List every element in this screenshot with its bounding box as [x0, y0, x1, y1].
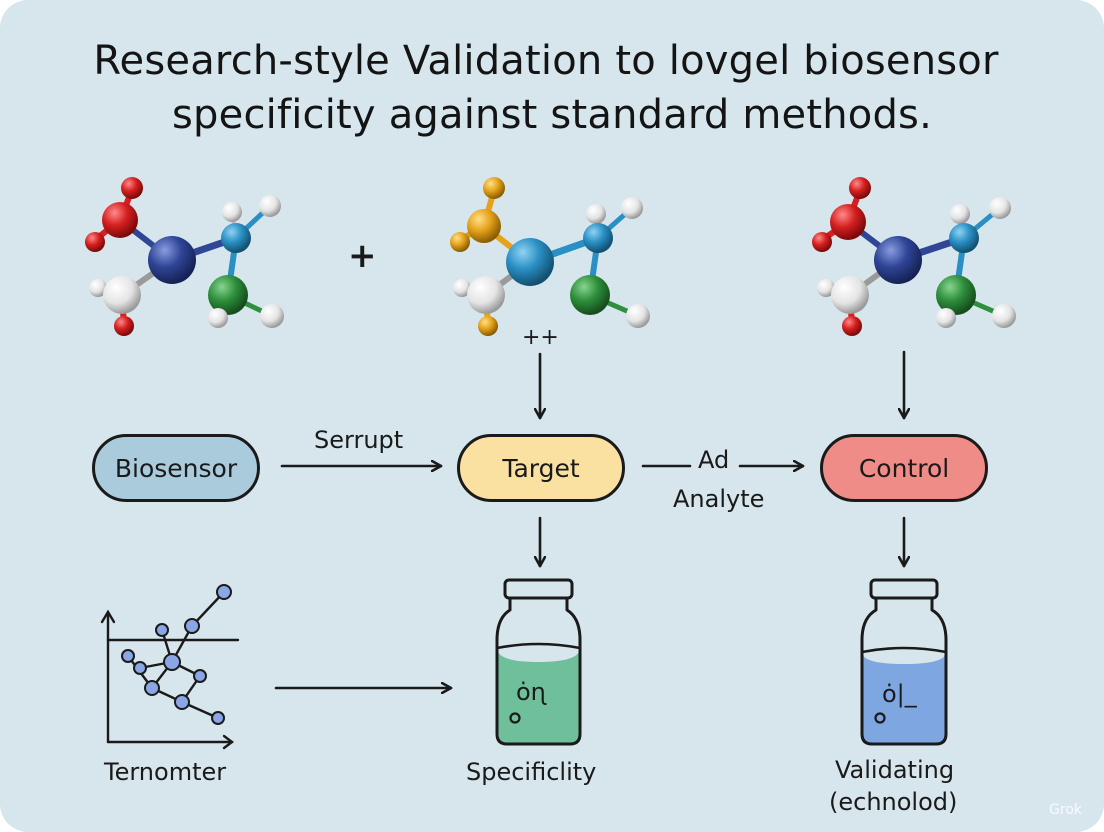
validating-caption-line1: Validating [835, 756, 955, 784]
biosensor-node: Biosensor [92, 434, 260, 502]
specificity-bottle [495, 578, 582, 746]
green-bottle-mark: ȯɳ [516, 678, 547, 706]
mini-plot [100, 584, 240, 750]
analyte-label: Analyte [673, 485, 765, 513]
blue-bottle-mark: ȯ|_ [882, 680, 917, 708]
plusplus-label: ++ [522, 325, 559, 350]
validating-bottle [860, 578, 948, 746]
molecule-right [812, 177, 1016, 336]
serrupt-label: Serrupt [314, 426, 404, 454]
control-node: Control [820, 434, 988, 502]
thermometer-caption: Ternomter [104, 758, 227, 786]
specificity-caption: Specificlity [466, 758, 597, 786]
validating-caption-line2: (echnolod) [829, 788, 958, 816]
plus-sign: + [348, 236, 377, 276]
title-line-1: Research-style Validation to lovgel bios… [93, 38, 999, 84]
ad-label: Ad [698, 446, 730, 474]
target-node: Target [457, 434, 625, 502]
molecule-middle [450, 177, 650, 336]
title-line-2: specificity against standard methods. [172, 92, 932, 138]
grok-watermark: Grok [1049, 802, 1082, 818]
molecule-left [85, 177, 284, 336]
